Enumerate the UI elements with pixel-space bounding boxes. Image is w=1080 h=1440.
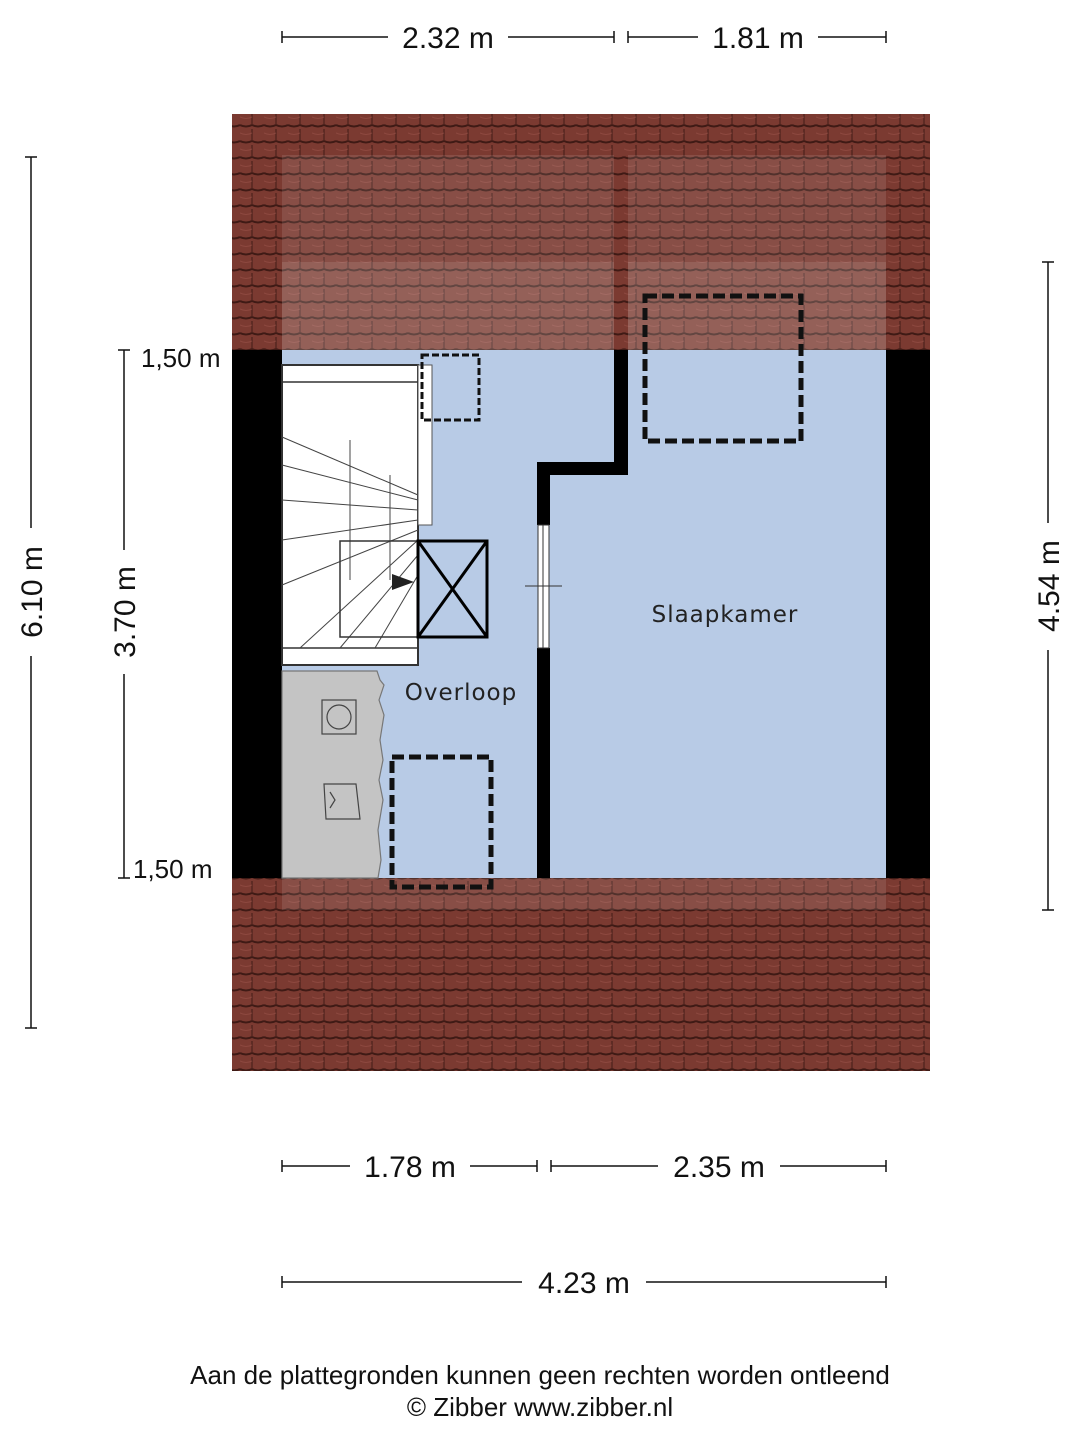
appliance-area <box>281 670 385 879</box>
skylight-3 <box>389 754 494 890</box>
dimension-label-bottom-right: 2.35 m <box>673 1151 765 1184</box>
dimension-label-left-outer: 6.10 m <box>16 546 49 638</box>
staircase <box>281 364 433 666</box>
height-label-top: 1,50 m <box>141 343 221 373</box>
dimension-label-left-inner: 3.70 m <box>109 566 142 658</box>
dimension-label-bottom-left: 1.78 m <box>364 1151 456 1184</box>
washing-machine-icon <box>321 699 357 735</box>
loft-hatch <box>416 539 489 639</box>
partition-wall <box>537 350 628 525</box>
room-label-slaapkamer: Slaapkamer <box>652 602 799 628</box>
wall-left <box>232 350 282 878</box>
skylight-1 <box>420 353 481 422</box>
roof-top <box>232 114 930 350</box>
room-label-overloop: Overloop <box>405 680 517 706</box>
skylight-2 <box>642 293 804 444</box>
dryer-icon <box>323 783 361 820</box>
dimension-label-top-left: 2.32 m <box>402 22 494 55</box>
dimension-label-bottom-total: 4.23 m <box>538 1267 630 1300</box>
disclaimer-line-1: Aan de plattegronden kunnen geen rechten… <box>190 1360 890 1390</box>
dimension-top-left <box>281 31 615 43</box>
dimension-bottom-total <box>281 1276 887 1288</box>
dimension-right <box>1042 261 1054 911</box>
dimension-left-inner <box>118 349 130 879</box>
dimension-bottom-right <box>550 1160 887 1172</box>
dimension-label-right: 4.54 m <box>1033 540 1066 632</box>
dimension-top-right <box>627 31 887 43</box>
roof-bottom <box>232 878 930 1071</box>
dimension-label-top-right: 1.81 m <box>712 22 804 55</box>
height-label-bottom: 1,50 m <box>133 854 213 884</box>
dimension-left-outer <box>25 156 37 1029</box>
disclaimer-line-2: © Zibber www.zibber.nl <box>406 1392 674 1422</box>
wall-right <box>886 350 930 878</box>
dimension-bottom-left <box>281 1160 538 1172</box>
